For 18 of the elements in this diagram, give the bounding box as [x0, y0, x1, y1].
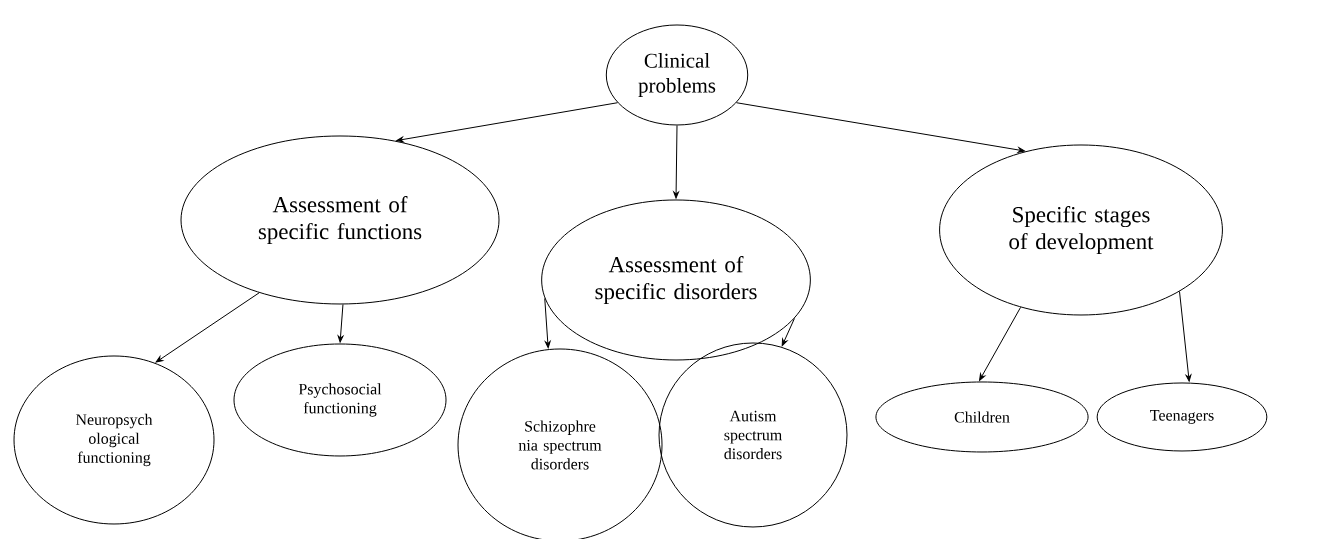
- ellipse-node: Specific stages of development: [939, 144, 1223, 316]
- arrow: [979, 306, 1022, 381]
- arrow: [781, 317, 795, 347]
- arrow: [1179, 291, 1192, 382]
- arrow: [155, 292, 260, 363]
- arrow: [396, 102, 618, 143]
- arrow: [736, 102, 1025, 153]
- arrow: [673, 125, 679, 199]
- ellipse-node: Autism spectrum disorders: [658, 342, 848, 528]
- ellipse-node: Teenagers: [1096, 382, 1268, 452]
- arrow: [544, 297, 551, 349]
- ellipse-node: Clinical problems: [605, 24, 749, 126]
- ellipse-node: Children: [875, 381, 1089, 453]
- ellipse-node: Assessment of specific disorders: [541, 199, 811, 361]
- ellipse-node: Psychosocial functioning: [233, 343, 447, 457]
- ellipse-node: Assessment of specific functions: [180, 135, 500, 305]
- ellipse-node: Neuropsych ological functioning: [13, 355, 215, 525]
- arrow: [337, 303, 344, 343]
